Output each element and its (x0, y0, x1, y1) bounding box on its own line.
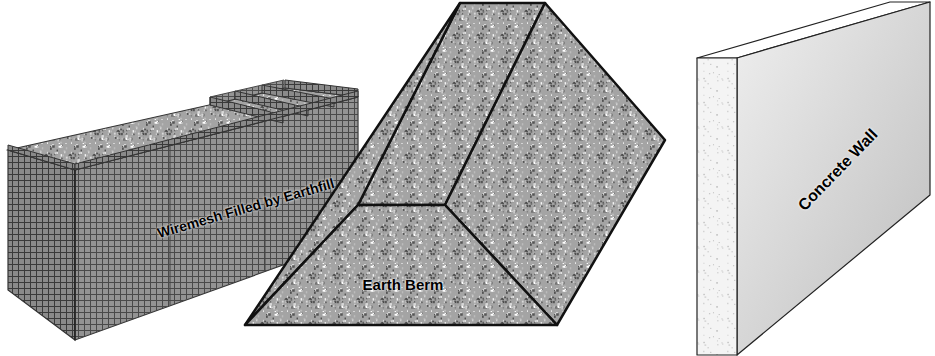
earth-berm (245, 3, 665, 325)
concrete-wall (697, 2, 930, 355)
berm-label: Earth Berm (363, 276, 444, 293)
